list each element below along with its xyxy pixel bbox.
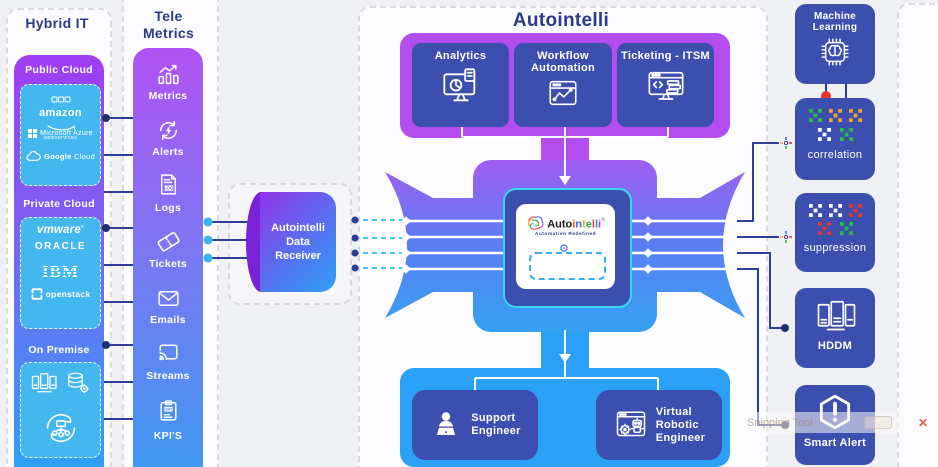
x-pattern-icon [808,109,822,122]
database-gear-icon [68,372,89,394]
autointelli-logo-text: Autointelli® [547,216,605,231]
telemetrics-title: Tele Metrics [142,8,195,41]
server-stack-icon [31,373,57,393]
aws-cubes-icon [51,96,70,103]
x-pattern-icon [848,109,862,122]
machine-learning-box: Machine Learning [795,4,875,84]
envelope-icon [158,291,179,306]
hddm-label: HDDM [817,340,853,352]
right-edge-panel [897,3,938,467]
network-topology-icon [46,413,76,443]
aws-smile-icon [46,125,75,131]
x-pattern-icon [808,204,822,217]
telemetrics-item-kpis: KPI'S [153,430,183,442]
suppression-pattern-row2 [795,222,875,235]
google-cloud-icon [26,151,41,161]
support-engineer-label: Support Engineer [471,412,521,437]
minimize-button[interactable] [863,416,892,429]
telemetrics-item-streams: Streams [146,370,190,382]
private-cloud-label: Private Cloud [23,198,95,210]
robotic-engineer-icon [616,411,646,437]
oracle-logo: ORACLE [34,241,87,252]
google-cloud-logo: Google Cloud [43,152,96,161]
automation-slot [529,252,606,280]
receiver-cylinder-body [260,192,336,292]
hybrid-it-title: Hybrid IT [25,15,89,31]
smart-alert-label: Smart Alert [803,437,867,449]
azure-logo: Microsoft Azure [40,130,93,137]
snipping-tool-titlebar: Snipping Tool ✕ [737,412,938,433]
telemetrics-item-alerts: Alerts [152,146,184,158]
vmware-logo: vmware® [36,224,85,236]
ticketing-itsm-label: Ticketing - ITSM [621,50,710,62]
on-premise-box [20,362,101,458]
log-file-icon: LOG [161,174,176,195]
receiver-label: Autointelli Data Receiver [271,222,325,262]
correlation-pattern-row2 [795,128,875,141]
chip-brain-icon [821,38,849,66]
ticket-icon [157,232,180,252]
ibm-logo: IBM [21,262,100,281]
workflow-automation-box: Workflow Automation [514,43,612,127]
correlation-box: correlation [795,98,875,180]
snipping-tool-title: Snipping Tool [747,416,813,429]
telemetrics-item-emails: Emails [150,314,186,326]
telemetrics-item-logs: Logs [154,202,182,214]
telemetrics-item-metrics: Metrics [148,90,188,102]
x-pattern-icon [848,204,862,217]
x-pattern-icon [839,128,853,141]
workflow-automation-label: Workflow Automation [530,50,596,74]
correlation-pattern-row1 [795,109,875,122]
analytics-label: Analytics [434,50,487,62]
autointelli-logo-card: Autointelli® Automation Redefined ⚙ [516,204,615,289]
openstack-icon [31,288,43,300]
aws-sub-label: webservices [43,135,78,141]
sparkle-junction-icon [780,137,792,243]
svg-text:KPI: KPI [165,408,171,412]
brain-logo-icon [528,216,544,230]
ticketing-itsm-box: Ticketing - ITSM [617,43,714,127]
svg-text:LOG: LOG [164,186,174,191]
autointelli-title: Autointelli [512,10,610,31]
x-pattern-icon [839,222,853,235]
machine-learning-label: Machine Learning [812,11,858,33]
correlation-label: correlation [807,149,863,161]
support-engineer-box: Support Engineer [412,390,538,460]
telemetrics-item-tickets: Tickets [148,258,188,270]
azure-windows-icon [28,129,38,138]
cast-screen-icon [159,344,178,361]
x-pattern-icon [817,128,831,141]
server-rack-icon [817,300,856,331]
on-premise-label: On Premise [28,344,90,356]
suppression-box: suppression [795,193,875,272]
support-engineer-icon [435,412,457,437]
kpi-clipboard-icon: KPI [160,400,177,421]
x-pattern-icon [828,204,842,217]
public-cloud-label: Public Cloud [25,64,93,76]
bar-chart-icon [158,64,179,85]
analytics-box: Analytics [412,43,509,127]
suppression-label: suppression [803,242,867,254]
public-cloud-box: amazon webservices Microsoft Azure Googl… [20,84,101,186]
x-pattern-icon [828,109,842,122]
workflow-browser-icon [549,80,577,106]
virtual-robotic-engineer-box: Virtual Robotic Engineer [596,390,722,460]
ticketing-monitor-icon [648,71,683,100]
openstack-logo: openstack [45,289,91,299]
close-button[interactable]: ✕ [917,415,928,430]
x-pattern-icon [817,222,831,235]
telemetrics-gradient-column [133,48,203,467]
analytics-monitor-icon [442,68,475,102]
private-cloud-box: vmware® ORACLE IBM openstack [20,217,101,329]
dashed-output-lines [354,219,435,269]
suppression-pattern-row1 [795,204,875,217]
gear-icon: ⚙ [559,243,569,255]
refresh-bolt-icon [159,120,178,141]
logo-tagline: Automation Redefined [534,232,597,237]
hddm-box: HDDM [795,288,875,368]
aws-logo: amazon [39,107,82,119]
virtual-robotic-engineer-label: Virtual Robotic Engineer [655,405,706,444]
